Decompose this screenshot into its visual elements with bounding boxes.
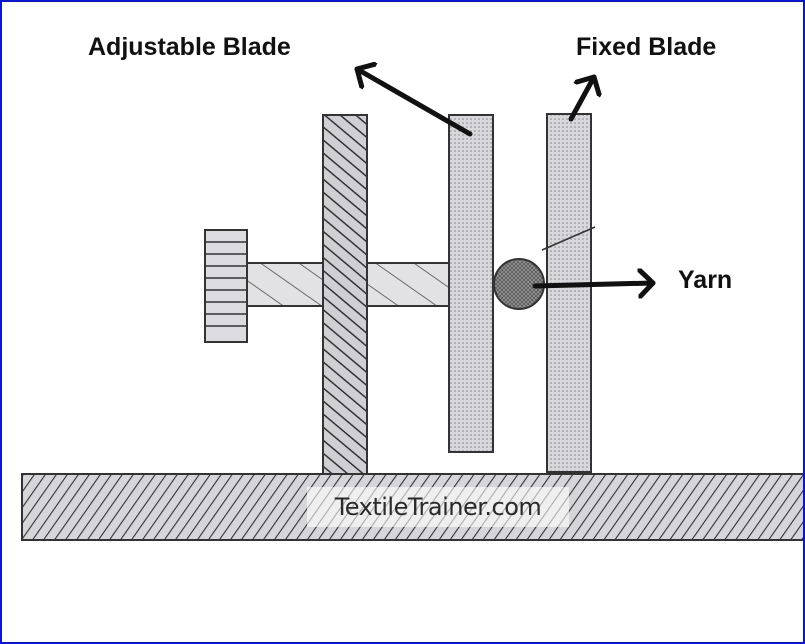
label-adjustable-blade: Adjustable Blade (88, 33, 291, 61)
support-post (322, 114, 368, 475)
arrow-yarn (532, 283, 656, 286)
arrow-adjustable-blade (354, 69, 473, 137)
yarn-strand-line (541, 226, 596, 251)
label-yarn: Yarn (678, 266, 733, 294)
adjustable-blade (448, 114, 494, 453)
fixed-blade (546, 113, 592, 473)
watermark: TextileTrainer.com (307, 487, 569, 527)
label-fixed-blade: Fixed Blade (576, 33, 717, 61)
arrow-fixed-blade (568, 74, 594, 122)
screw-knob (204, 229, 248, 343)
